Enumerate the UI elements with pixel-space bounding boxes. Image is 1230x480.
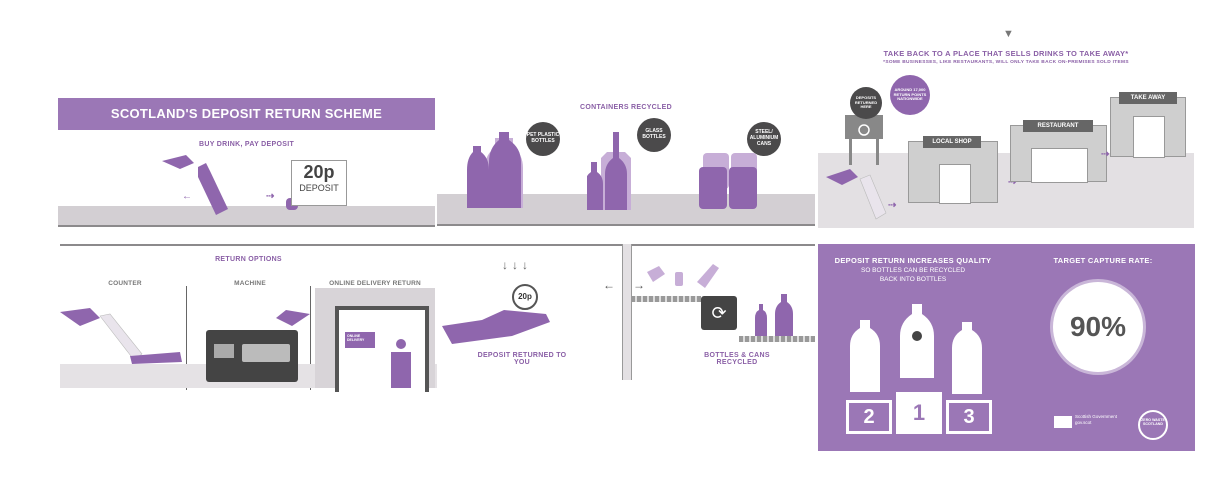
down-arrows-icon: ↓↓↓ [502, 258, 532, 272]
restaurant-sign: RESTAURANT [1023, 120, 1093, 132]
delivery-person-icon [391, 339, 411, 388]
take-away-sign: TAKE AWAY [1119, 92, 1177, 104]
target-heading: TARGET CAPTURE RATE: [1053, 256, 1153, 265]
podium-second-label: 2 [863, 406, 875, 428]
arrow-right-icon: → [633, 278, 645, 292]
recycled-bottles-icon [755, 294, 793, 336]
top-rule [60, 244, 437, 246]
take-away-door [1133, 116, 1165, 158]
option-online: ONLINE DELIVERY RETURN [329, 280, 421, 287]
capture-rate-value: 90% [1069, 311, 1127, 342]
arrow-right-icon: ⇢ [1101, 149, 1110, 160]
podium-bottles-icon [850, 304, 982, 394]
van-text: ONLINE DELIVERY [347, 334, 365, 342]
doorway-frame: ONLINE DELIVERY [315, 288, 435, 392]
machine-screen [214, 344, 234, 358]
down-arrow-icon: ▼ [1003, 28, 1014, 40]
podium-first: 1 [896, 392, 942, 434]
doorway [335, 306, 429, 392]
bottles-cans-recycled-caption: BOTTLES & CANS RECYCLED [704, 352, 770, 366]
take-back-title: TAKE BACK TO A PLACE THAT SELLS DRINKS T… [883, 49, 1129, 58]
coin-20p: 20p [512, 284, 538, 310]
shelf-edge [437, 224, 815, 226]
podium-first-label: 1 [912, 400, 926, 425]
scheme-title-banner: SCOTLAND'S DEPOSIT RETURN SCHEME [58, 98, 435, 130]
cans-icon [699, 153, 757, 209]
panel-deposit-returned: ↓↓↓ 20p DEPOSIT RETURNED TO YOU ← → ⟳ BO… [437, 244, 815, 390]
falling-bottles-icon [647, 264, 719, 288]
zero-waste-text: ZERO WASTE SCOTLAND [1141, 418, 1165, 427]
podium-second: 2 [846, 400, 892, 434]
counter-shelf [58, 206, 435, 226]
option-machine: MACHINE [234, 280, 266, 287]
panel-return-options: RETURN OPTIONS COUNTER MACHINE ONLINE DE… [60, 244, 437, 392]
deposit-returned-caption: DEPOSIT RETURNED TO YOU [477, 352, 567, 366]
return-options-title: RETURN OPTIONS [215, 256, 282, 263]
local-shop-building: LOCAL SHOP [908, 136, 998, 204]
take-away-building: TAKE AWAY [1110, 92, 1186, 158]
capture-rate-circle: 90% [1053, 282, 1143, 372]
coin-text: 20p [518, 292, 532, 301]
local-shop-sign: LOCAL SHOP [923, 136, 981, 148]
shelf-edge [58, 225, 435, 227]
output-conveyor [739, 336, 815, 342]
scottish-government-logo: Scottish Government gov.scot [1075, 414, 1118, 425]
option-divider [186, 286, 187, 390]
quality-subheading: SO BOTTLES CAN BE RECYCLED BACK INTO BOT… [860, 267, 966, 284]
buy-drink-label: BUY DRINK, PAY DEPOSIT [198, 141, 295, 148]
receiving-hand-icon [442, 310, 550, 344]
arrow-right-icon: ⇢ [1008, 177, 1017, 188]
hand-bottle-icon [826, 169, 887, 220]
panel-containers: CONTAINERS RECYCLED PET PLASTIC BOTTLES … [437, 98, 815, 228]
plastic-bottles-icon [467, 132, 523, 208]
shop-door [939, 164, 971, 204]
glass-bottles-icon [587, 132, 631, 210]
restaurant-window [1031, 148, 1088, 183]
deposit-amount: 20p [303, 162, 335, 182]
take-back-note: *SOME BUSINESSES, LIKE RESTAURANTS, WILL… [883, 60, 1129, 65]
podium: 2 1 3 [846, 392, 994, 434]
saltire-flag-icon [1054, 416, 1072, 428]
cans-bubble: STEEL/ ALUMINIUM CANS [747, 122, 781, 156]
return-machine [206, 330, 298, 382]
restaurant-building: RESTAURANT [1010, 120, 1107, 183]
arrow-right-icon: ⇢ [888, 200, 897, 211]
podium-third-label: 3 [963, 406, 975, 428]
option-counter: COUNTER [108, 280, 142, 287]
conveyor-pole [622, 244, 632, 380]
panel-buy-drink: SCOTLAND'S DEPOSIT RETURN SCHEME BUY DRI… [58, 98, 435, 228]
arrow-right-icon: ⇢ [266, 191, 275, 202]
conveyor-belt [631, 296, 701, 302]
arrow-left-icon: ← [603, 278, 615, 292]
recycling-machine: ⟳ [701, 296, 737, 330]
hand-icon [276, 310, 310, 326]
hand-bottle-icon [162, 155, 228, 215]
delivery-van: ONLINE DELIVERY [345, 332, 375, 348]
pet-bottles-bubble: PET PLASTIC BOTTLES [526, 122, 560, 156]
quality-heading: DEPOSIT RETURN INCREASES QUALITY [834, 256, 992, 265]
deposits-returned-bubble: DEPOSITS RETURNED HERE [850, 87, 882, 119]
recycle-icon: ⟳ [711, 303, 727, 323]
deposit-sign-text: DEPOSIT [299, 183, 339, 193]
containers-title: CONTAINERS RECYCLED [580, 104, 672, 111]
glass-bottles-bubble: GLASS BOTTLES [637, 118, 671, 152]
podium-third: 3 [946, 400, 992, 434]
machine-slot [242, 344, 290, 362]
panel-take-back: TAKE BACK TO A PLACE THAT SELLS DRINKS T… [818, 45, 1194, 228]
return-points-bubble: AROUND 17,000 RETURN POINTS NATIONWIDE [890, 75, 930, 115]
return-point-sign-icon [845, 115, 883, 165]
deposit-sign: 20p DEPOSIT [291, 160, 347, 206]
zero-waste-logo: ZERO WASTE SCOTLAND [1138, 410, 1168, 440]
counter-exchange-icon [60, 308, 182, 364]
page-title: SCOTLAND'S DEPOSIT RETURN SCHEME [110, 106, 383, 121]
arrow-left-icon: ← [182, 191, 192, 202]
panel-quality: DEPOSIT RETURN INCREASES QUALITY SO BOTT… [818, 244, 1195, 451]
option-divider [310, 286, 311, 390]
